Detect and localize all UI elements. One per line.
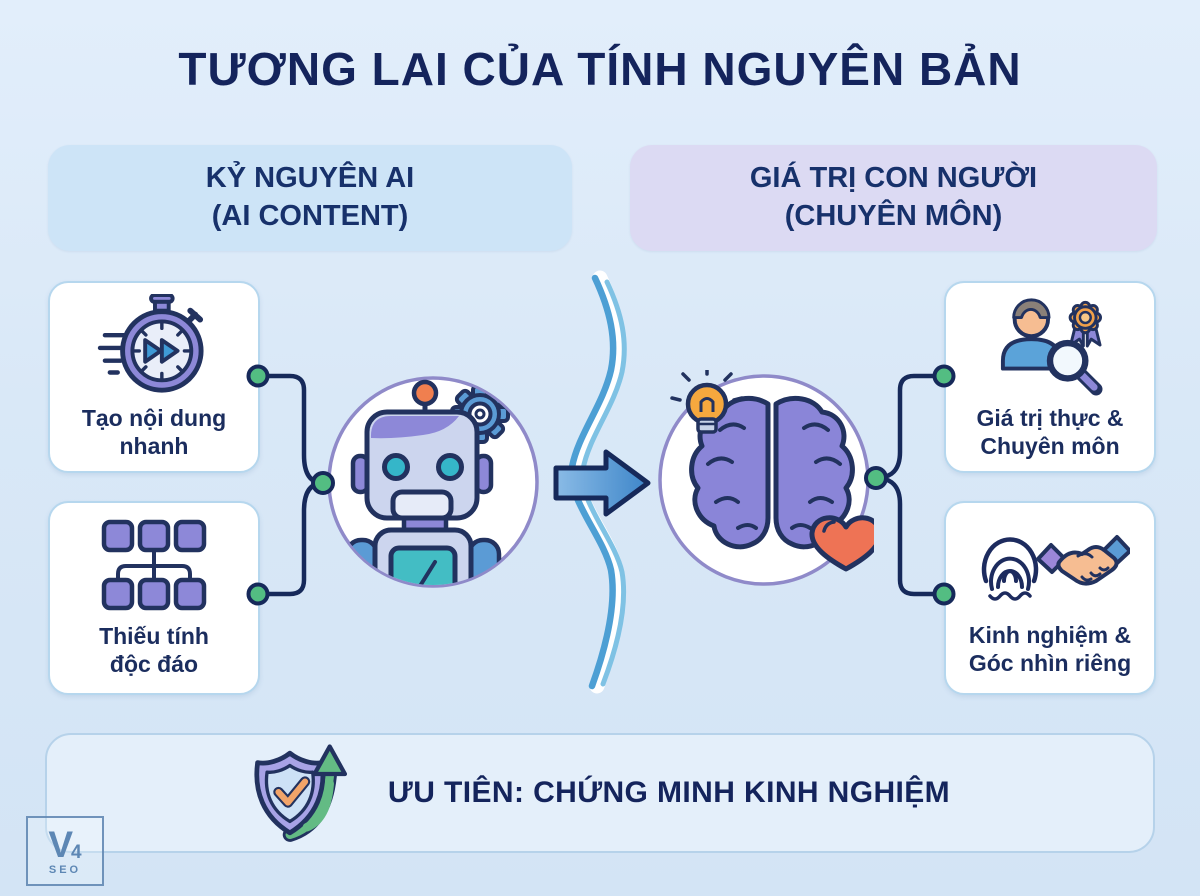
watermark-number: 4: [71, 842, 82, 863]
fingerprint-handshake-icon: [981, 534, 1130, 601]
card-fast-content-label: Tạo nội dung nhanh: [81, 404, 227, 459]
creative-brain-bulb-heart-icon: [658, 370, 874, 586]
shield-check-growth-icon: [254, 744, 347, 842]
right-arrow-icon: [553, 449, 651, 517]
right-connector-lines: [873, 373, 947, 597]
wavy-divider: [568, 270, 627, 694]
column-header-human-line1: GIÁ TRỊ CON NGƯỜI: [749, 162, 1038, 195]
ai-robot-gear-icon: [327, 376, 539, 588]
card-real-value-expertise: Giá trị thực & Chuyên môn: [944, 281, 1156, 473]
watermark-letter: V: [48, 824, 74, 865]
priority-banner: ƯU TIÊN: CHỨNG MINH KINH NGHIỆM: [45, 733, 1155, 853]
card-lack-originality-label: Thiếu tính độc đáo: [99, 622, 209, 677]
duplicate-blocks-icon: [101, 519, 207, 611]
column-header-ai-line2: (AI CONTENT): [211, 200, 409, 232]
priority-banner-text: ƯU TIÊN: CHỨNG MINH KINH NGHIỆM: [387, 776, 951, 809]
card-experience-perspective-label: Kinh nghiệm & Góc nhìn riêng: [968, 621, 1132, 676]
column-header-human-line2: (CHUYÊN MÔN): [784, 200, 1003, 232]
page-title: TƯƠNG LAI CỦA TÍNH NGUYÊN BẢN: [178, 43, 1022, 95]
idea-lightbulb-icon: [670, 370, 744, 434]
column-header-human: GIÁ TRỊ CON NGƯỜI (CHUYÊN MÔN): [630, 145, 1157, 251]
card-experience-perspective: Kinh nghiệm & Góc nhìn riêng: [944, 501, 1156, 695]
heart-icon: [809, 515, 874, 572]
watermark-logo: V 4 SEO: [26, 816, 104, 886]
card-lack-originality: Thiếu tính độc đáo: [48, 501, 260, 695]
fast-stopwatch-icon: [97, 293, 204, 393]
watermark-word: SEO: [48, 864, 82, 876]
expert-person-magnifier-icon: [1000, 298, 1103, 396]
left-connector-lines: [255, 373, 326, 597]
card-real-value-expertise-label: Giá trị thực & Chuyên môn: [976, 404, 1124, 459]
column-header-ai-line1: KỶ NGUYÊN AI: [205, 162, 415, 195]
column-header-ai: KỶ NGUYÊN AI (AI CONTENT): [48, 145, 572, 251]
card-fast-content: Tạo nội dung nhanh: [48, 281, 260, 473]
